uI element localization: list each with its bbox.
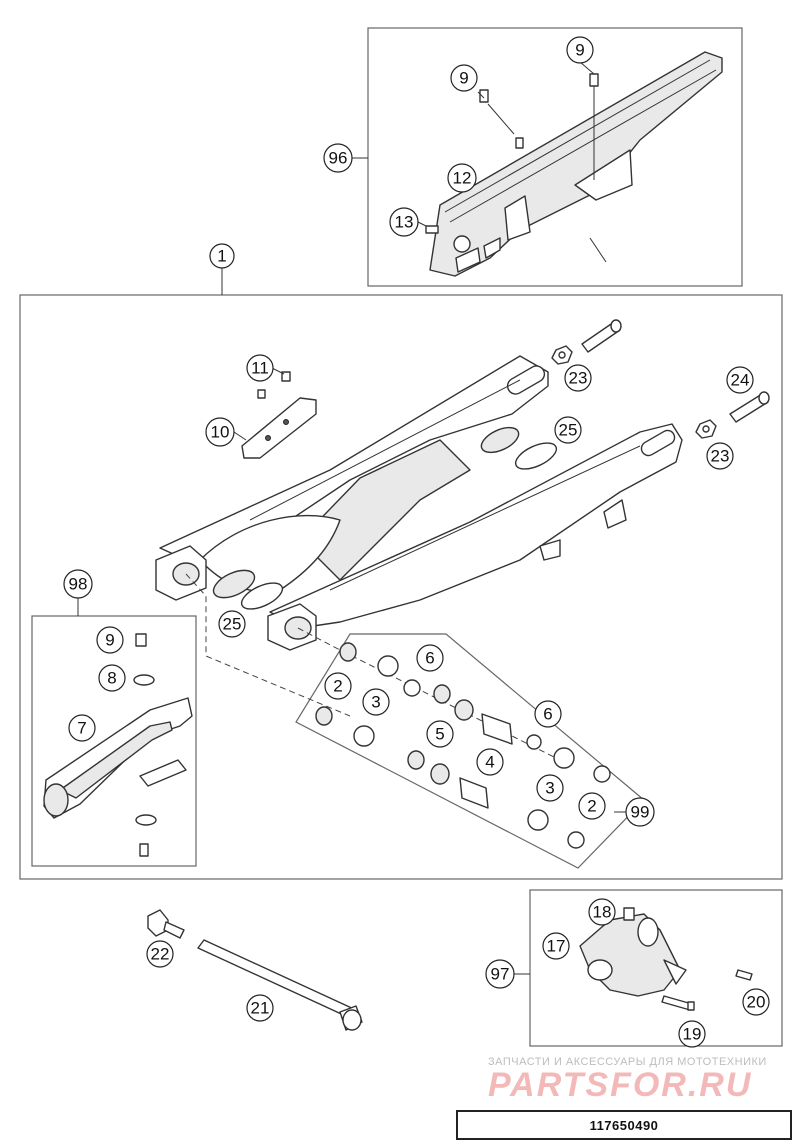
chain-slider-group-frame: [31, 615, 197, 867]
callout-23-upper: 23: [564, 364, 592, 392]
callout-99: 99: [625, 797, 655, 827]
callout-2-upper: 2: [324, 672, 352, 700]
svg-text:25: 25: [559, 421, 578, 440]
callout-21: 21: [246, 994, 274, 1022]
callout-9-slider: 9: [96, 626, 124, 654]
swingarm-group-frame: [19, 294, 783, 880]
callout-8: 8: [98, 664, 126, 692]
callout-7: 7: [68, 714, 96, 742]
callout-24: 24: [726, 366, 754, 394]
callout-2-lower: 2: [578, 792, 606, 820]
svg-text:17: 17: [547, 937, 566, 956]
watermark-subtitle: ЗАПЧАСТИ И АКСЕССУАРЫ ДЛЯ МОТОТЕХНИКИ: [488, 1056, 767, 1068]
svg-text:19: 19: [683, 1025, 702, 1044]
svg-text:18: 18: [593, 903, 612, 922]
screw-13-guard: [425, 225, 439, 234]
svg-text:8: 8: [107, 669, 116, 688]
svg-text:9: 9: [105, 631, 114, 650]
screw-9-guard-left: [479, 89, 524, 149]
callout-6-lower: 6: [534, 700, 562, 728]
callout-22: 22: [146, 940, 174, 968]
seal-25-lower: [212, 569, 284, 610]
chain-guide-group-frame: [529, 889, 783, 1047]
washer-8: [133, 674, 157, 826]
callout-25-lower: 25: [218, 610, 246, 638]
callout-9-guard-left: 9: [450, 64, 478, 92]
svg-text:6: 6: [543, 705, 552, 724]
assembly-line-upper: [185, 573, 351, 717]
svg-text:13: 13: [395, 213, 414, 232]
callout-97: 97: [485, 959, 515, 989]
chain-guard-part: [429, 51, 723, 277]
callout-9-guard-right: 9: [566, 36, 594, 64]
callout-1: 1: [209, 243, 235, 269]
screw-19: [661, 995, 695, 1011]
svg-text:5: 5: [435, 725, 444, 744]
chain-guide-part-17: [579, 913, 687, 997]
callout-12: 12: [447, 163, 477, 193]
screw-11: [257, 371, 291, 399]
callout-5: 5: [426, 720, 454, 748]
callout-10: 10: [205, 417, 235, 447]
pin-upper: [581, 319, 622, 353]
svg-text:3: 3: [545, 779, 554, 798]
svg-text:6: 6: [425, 649, 434, 668]
svg-text:96: 96: [329, 149, 348, 168]
nut-23-lower: [695, 419, 717, 439]
swingarm-part: [155, 355, 683, 651]
callout-3-upper: 3: [362, 688, 390, 716]
callout-11: 11: [246, 354, 274, 382]
callout-98: 98: [63, 569, 93, 599]
callout-13: 13: [389, 207, 419, 237]
callout-25-upper: 25: [554, 416, 582, 444]
callout-96: 96: [323, 143, 353, 173]
callout-18: 18: [588, 898, 616, 926]
chain-guard-group-frame: [367, 27, 743, 287]
callout-20: 20: [742, 988, 770, 1016]
svg-text:11: 11: [251, 359, 269, 378]
chain-slider-part-7: [43, 697, 193, 819]
svg-text:1: 1: [217, 247, 226, 266]
svg-text:23: 23: [711, 447, 730, 466]
svg-text:99: 99: [631, 803, 650, 822]
pin-24: [729, 391, 770, 423]
svg-text:9: 9: [575, 41, 584, 60]
screw-20: [735, 969, 753, 981]
svg-text:22: 22: [151, 945, 170, 964]
svg-text:24: 24: [731, 371, 750, 390]
svg-text:7: 7: [77, 719, 86, 738]
svg-text:4: 4: [485, 753, 494, 772]
svg-text:3: 3: [371, 693, 380, 712]
axle-21: [197, 939, 363, 1031]
bearing-kit-parts: [315, 642, 611, 849]
svg-text:98: 98: [69, 575, 88, 594]
svg-text:23: 23: [569, 369, 588, 388]
bolt-22: [147, 909, 185, 939]
svg-text:21: 21: [251, 999, 270, 1018]
part-number-box: 117650490: [456, 1110, 792, 1140]
seal-25-upper: [480, 426, 558, 470]
bearing-kit-frame: [295, 633, 645, 869]
svg-text:2: 2: [587, 797, 596, 816]
callout-23-lower: 23: [706, 442, 734, 470]
screw-9-slider: [135, 633, 149, 857]
svg-text:9: 9: [459, 69, 468, 88]
chain-slider-mount-10: [241, 397, 317, 459]
nut-23-upper: [551, 345, 573, 365]
callout-4: 4: [476, 748, 504, 776]
callout-3-lower: 3: [536, 774, 564, 802]
svg-text:97: 97: [491, 965, 510, 984]
part-number: 117650490: [589, 1117, 659, 1133]
callout-19: 19: [678, 1020, 706, 1048]
watermark-logo: PARTSFOR.RU: [488, 1066, 753, 1104]
svg-text:2: 2: [333, 677, 342, 696]
svg-text:12: 12: [453, 169, 472, 188]
svg-text:10: 10: [211, 423, 230, 442]
svg-text:20: 20: [747, 993, 766, 1012]
nut-18: [623, 907, 635, 921]
svg-text:25: 25: [223, 615, 242, 634]
callout-6-upper: 6: [416, 644, 444, 672]
callout-17: 17: [542, 932, 570, 960]
